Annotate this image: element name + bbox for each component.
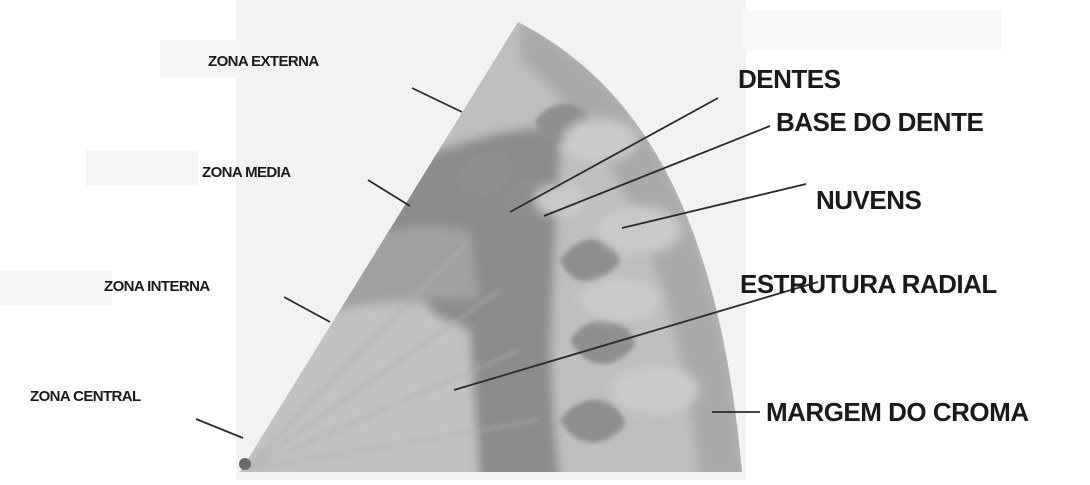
label-zona-central: ZONA CENTRAL: [30, 388, 141, 405]
label-margem-do-croma: MARGEM DO CROMA: [766, 397, 1029, 427]
label-nuvens: NUVENS: [816, 185, 922, 215]
label-panel-left: [0, 270, 112, 306]
label-panel-right: [742, 10, 1002, 50]
label-zona-media: ZONA MEDIA: [202, 164, 291, 181]
label-dentes: DENTES: [738, 64, 841, 94]
label-base-do-dente: BASE DO DENTE: [776, 107, 983, 137]
label-zona-externa: ZONA EXTERNA: [208, 53, 319, 70]
center-point: [239, 458, 251, 470]
leader-zona-central: [196, 419, 243, 438]
label-estrutura-radial: ESTRUTURA RADIAL: [740, 269, 997, 299]
label-zona-interna: ZONA INTERNA: [104, 278, 210, 295]
label-panel-mid: [86, 150, 198, 186]
